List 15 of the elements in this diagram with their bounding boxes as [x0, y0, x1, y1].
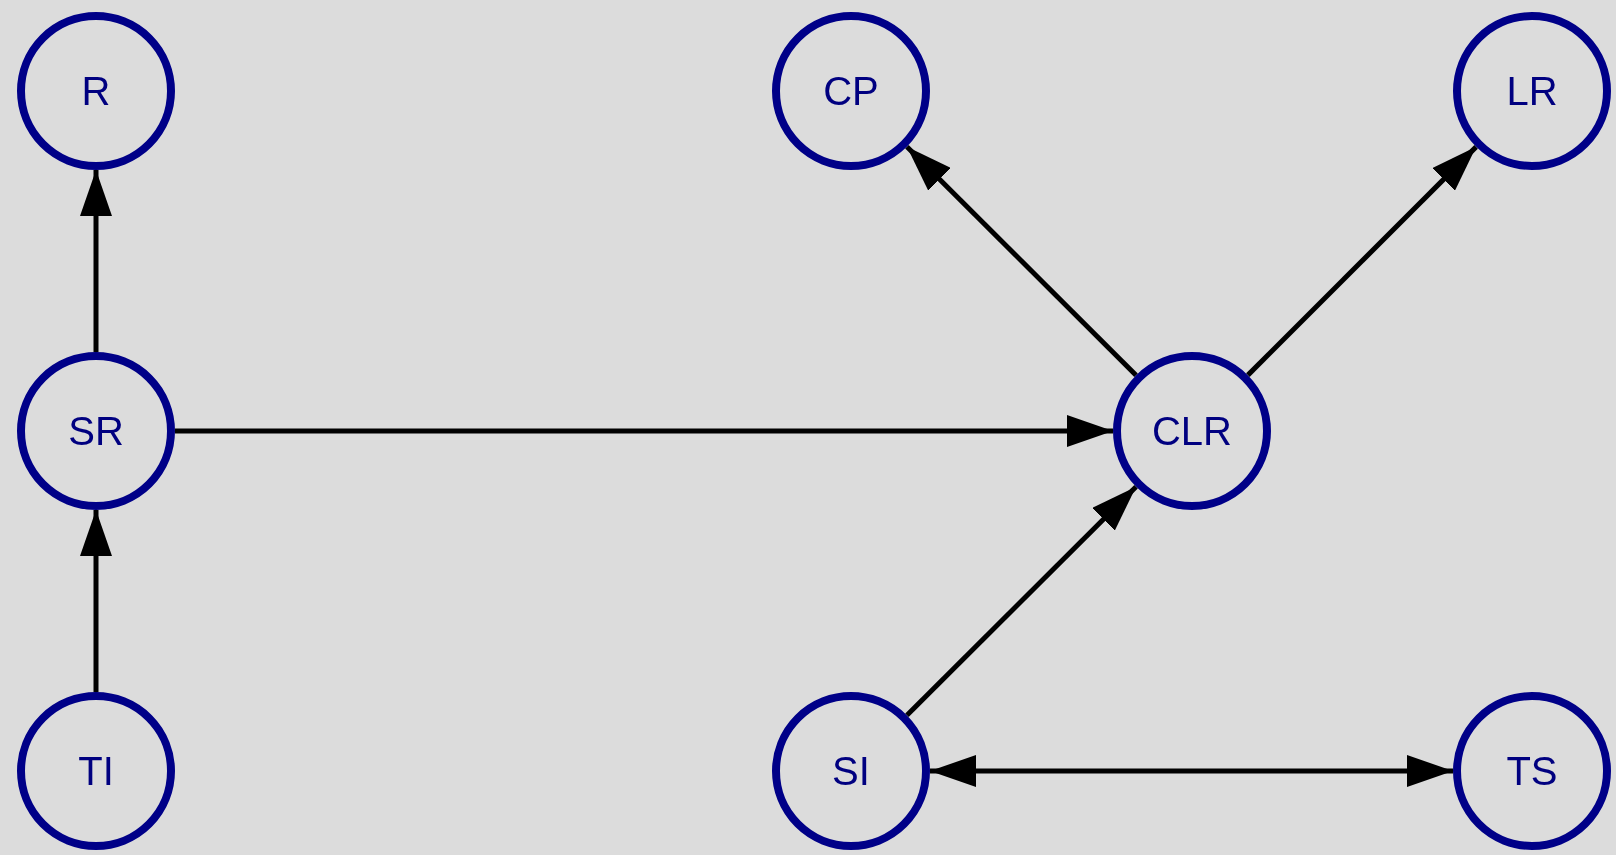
- node-label: CLR: [1152, 411, 1232, 451]
- node-label: R: [81, 71, 111, 111]
- node-label: TS: [1506, 751, 1558, 791]
- node-label: SR: [68, 411, 124, 451]
- arrow: [175, 415, 1113, 447]
- arrow: [905, 485, 1138, 717]
- node-label: LR: [1506, 71, 1558, 111]
- arrow: [930, 755, 1453, 787]
- arrow: [905, 145, 1138, 377]
- node-label: TI: [78, 751, 114, 791]
- arrow: [1246, 145, 1478, 377]
- node-label: SI: [832, 751, 870, 791]
- arrow: [80, 170, 112, 352]
- arrow: [80, 510, 112, 692]
- node-label: CP: [823, 71, 879, 111]
